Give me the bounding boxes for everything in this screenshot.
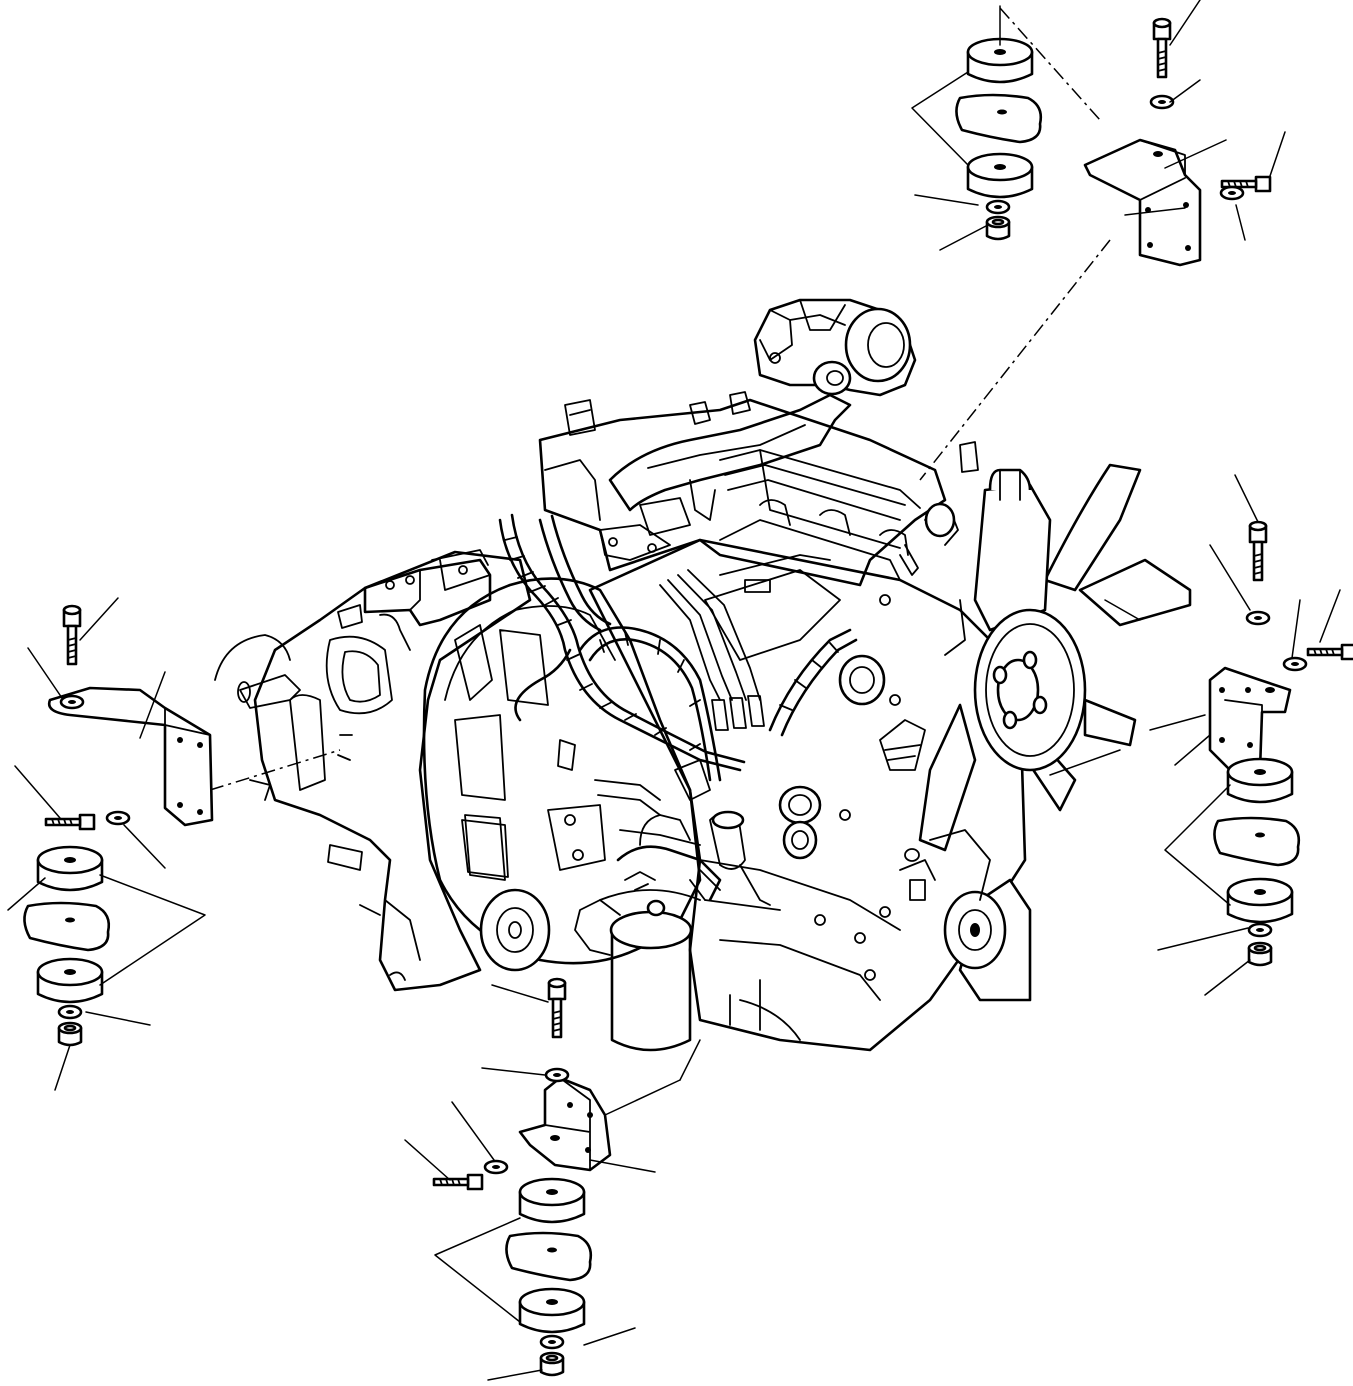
washer [57,1004,83,1020]
upper-cushion [518,1177,586,1224]
nut [985,215,1011,241]
mount-group-rear-left [7,597,341,1091]
washer [59,694,85,710]
lock-washer [1219,185,1245,201]
lock-washer [483,1159,509,1175]
upper-cushion [1226,757,1294,804]
lock-washer [1282,656,1308,672]
nut [1247,941,1273,967]
lower-cushion [966,152,1034,199]
nut [57,1021,83,1047]
mount-group-rear-right [911,0,1286,621]
bolt [62,604,82,666]
mount-plate [505,1231,593,1282]
mount-plate [23,901,111,952]
mount-group-front-right [1049,474,1353,996]
bolt [1306,643,1353,661]
bolt [1152,17,1172,79]
lower-cushion [36,957,104,1004]
bracket [1083,138,1202,267]
alignment-line [209,749,341,791]
washer [1247,922,1273,938]
bracket [47,686,214,827]
bolt [44,813,96,831]
washer [544,1067,570,1083]
lower-cushion [1226,877,1294,924]
bolt [432,1173,484,1191]
washer [985,199,1011,215]
bolt [1248,520,1268,582]
bracket [518,1076,612,1172]
washer [539,1334,565,1350]
upper-cushion [36,845,104,892]
engine-assembly [214,298,1192,1052]
nut [539,1351,565,1377]
bracket [1208,666,1292,772]
mount-plate [1213,816,1301,867]
alignment-line [919,239,1111,481]
alignment-line [999,7,1101,121]
mount-group-front-left [404,977,701,1381]
lower-cushion [518,1287,586,1334]
washer [1245,610,1271,626]
mount-plate [955,93,1043,144]
lock-washer [105,810,131,826]
bolt [547,977,567,1039]
